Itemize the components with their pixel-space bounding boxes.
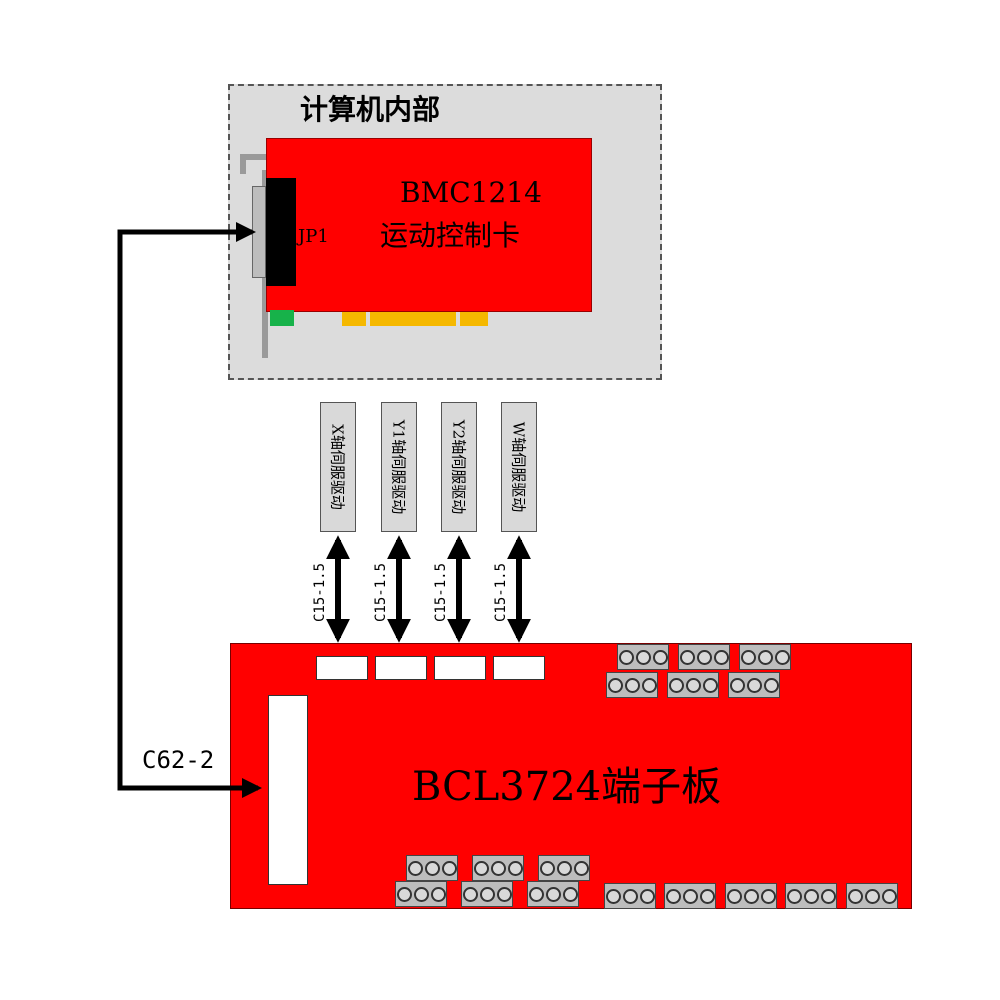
pcie-contact-3 [460, 312, 488, 326]
terminal-block [472, 855, 524, 881]
terminal-block [617, 644, 669, 670]
terminal-block [664, 883, 716, 909]
main-cable [117, 222, 262, 798]
servo-drive-y1: Y1轴伺服驱动 [381, 402, 417, 532]
card-led [270, 310, 294, 326]
jp1-label: JP1 [298, 226, 329, 247]
board-title: BCL3724端子板 [412, 764, 722, 810]
terminal-block [538, 855, 590, 881]
terminal-block [527, 881, 579, 907]
pcie-contact-1 [342, 312, 366, 326]
terminal-block [406, 855, 458, 881]
terminal-block [725, 883, 777, 909]
c62-connector [268, 695, 308, 885]
terminal-block [667, 672, 719, 698]
pcie-contact-2 [370, 312, 456, 326]
drive-port-w [493, 656, 545, 680]
terminal-block [604, 883, 656, 909]
terminal-block [606, 672, 658, 698]
computer-title: 计算机内部 [300, 93, 441, 126]
drive-port-y1 [375, 656, 427, 680]
drive-port-y2 [434, 656, 486, 680]
servo-drive-y2: Y2轴伺服驱动 [441, 402, 477, 532]
card-bracket-tab [240, 154, 246, 174]
terminal-block [461, 881, 513, 907]
servo-drive-w: W轴伺服驱动 [501, 402, 537, 532]
terminal-block [678, 644, 730, 670]
terminal-block [395, 881, 447, 907]
jp1-connector [266, 178, 296, 286]
card-name: 运动控制卡 [380, 219, 521, 252]
terminal-block [739, 644, 791, 670]
terminal-block [728, 672, 780, 698]
servo-drive-x: X轴伺服驱动 [320, 402, 356, 532]
drive-port-x [316, 656, 368, 680]
terminal-block [785, 883, 837, 909]
terminal-block [846, 883, 898, 909]
card-bracket-top [240, 154, 268, 160]
main-cable-label: C62-2 [142, 746, 215, 774]
card-model: BMC1214 [400, 176, 542, 209]
